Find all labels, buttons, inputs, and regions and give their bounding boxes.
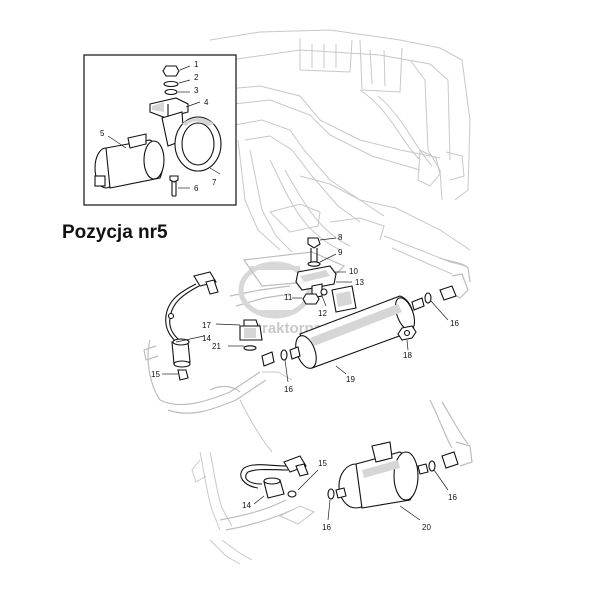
callout-9: 9 (338, 248, 343, 257)
callout-12: 12 (318, 309, 327, 318)
callout-18: 18 (403, 351, 412, 360)
callout-16a: 16 (450, 319, 459, 328)
callout-14b: 14 (242, 501, 251, 510)
callout-20: 20 (422, 523, 431, 532)
callout-11: 11 (284, 293, 293, 302)
callout-1: 1 (194, 60, 199, 69)
callout-13: 13 (355, 278, 364, 287)
callout-14a: 14 (202, 334, 211, 343)
callout-4: 4 (204, 98, 209, 107)
callout-5: 5 (100, 129, 105, 138)
callout-2: 2 (194, 73, 199, 82)
callout-10: 10 (349, 267, 358, 276)
callout-21: 21 (212, 342, 221, 351)
callout-17: 17 (202, 321, 211, 330)
main-assembly: 8 9 10 13 11 12 16 18 19 16 17 21 14 15 (151, 233, 459, 394)
callout-6: 6 (194, 184, 199, 193)
callout-7: 7 (212, 178, 217, 187)
position-caption: Pozycja nr5 (62, 222, 168, 243)
callout-15a: 15 (151, 370, 160, 379)
callout-8: 8 (338, 233, 343, 242)
callout-16b: 16 (284, 385, 293, 394)
callout-16d: 16 (448, 493, 457, 502)
alternative-assembly: 15 14 16 16 20 (240, 441, 459, 532)
callout-19: 19 (346, 375, 355, 384)
callout-3: 3 (194, 86, 199, 95)
callout-16c: 16 (322, 523, 331, 532)
inset-detail-box: 1 2 3 4 5 6 7 (83, 54, 237, 206)
callout-15b: 15 (318, 459, 327, 468)
